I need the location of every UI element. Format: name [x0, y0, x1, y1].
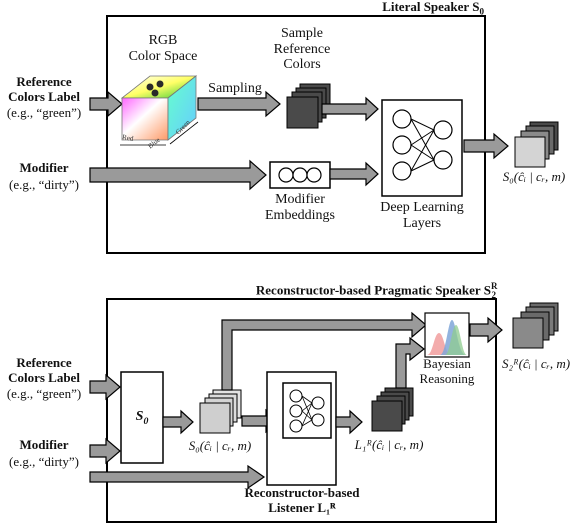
sampling-label: Sampling	[200, 81, 270, 97]
mod-to-listener-arrow	[89, 464, 266, 490]
literal-speaker-title: Literal Speaker S0	[338, 0, 484, 17]
modifier-example-label: (e.g., “dirty”)	[0, 177, 88, 193]
s0-box-label: S0	[121, 409, 163, 428]
listener-line2: Listener L₁ᴿ	[268, 499, 336, 515]
literal-speaker-title-text: Literal Speaker S	[382, 0, 480, 14]
ref-example-label: (e.g., “green”)	[0, 105, 88, 121]
listener-line1: Reconstructor-based	[244, 485, 360, 500]
bottom-modifier-example-text: (e.g., “dirty”)	[8, 454, 80, 469]
listener-output-stack	[371, 387, 414, 432]
samples-to-deep-arrow	[321, 96, 379, 122]
ref-colors-label: Reference Colors Label	[0, 74, 88, 104]
listener-label: Reconstructor-based Listener L₁ᴿ	[220, 485, 384, 515]
pragmatic-speaker-title: Reconstructor-based Pragmatic Speaker SR…	[180, 281, 498, 300]
bottom-mod-input-arrow	[89, 437, 121, 465]
modifier-label-text: Modifier	[19, 160, 69, 175]
sample-colors-label: Sample Reference Colors	[262, 26, 342, 73]
deep-line2: Layers	[402, 215, 442, 231]
mod-input-arrow	[89, 159, 267, 191]
bottom-ref-colors-label: Reference Colors Label	[0, 355, 88, 385]
bayes-line2: Reasoning	[419, 370, 475, 386]
deep-line1: Deep Learning	[380, 200, 464, 215]
sampling-arrow	[197, 90, 281, 118]
sample-line3: Colors	[283, 57, 321, 73]
top-output-arrow	[463, 132, 509, 160]
s0-box-sub: 0	[143, 415, 149, 427]
sample-line1: Sample	[281, 26, 323, 41]
bypass-arrow	[221, 311, 427, 391]
sampling-text: Sampling	[208, 81, 262, 96]
bottom-ref-example-text: (e.g., “green”)	[6, 386, 82, 401]
literal-speaker-title-sub: 0	[479, 6, 484, 17]
sample-line2: Reference	[273, 41, 331, 57]
bottom-modifier-example-label: (e.g., “dirty”)	[0, 454, 88, 470]
ref-example-text: (e.g., “green”)	[6, 105, 82, 120]
bayes-line1: Bayesian	[423, 356, 471, 371]
deep-learning-box	[381, 99, 463, 197]
cube-axis-red-text: Red	[121, 133, 135, 143]
bottom-modifier-label: Modifier	[0, 437, 88, 453]
s0-output-stack	[199, 389, 242, 434]
modifier-embeddings-label: Modifier Embeddings	[262, 192, 338, 223]
top-output-label: S₀(ĉᵢ | cᵣ, m)	[492, 169, 576, 185]
listener-to-stack-arrow	[335, 409, 363, 435]
ref-label-line2: Colors Label	[8, 88, 80, 104]
rgb-line2: Color Space	[128, 48, 198, 64]
final-output-stack	[512, 302, 559, 349]
pragmatic-speaker-title-sub: 2	[491, 289, 496, 300]
s0-box	[120, 371, 164, 464]
top-output-text: S₀(ĉᵢ | cᵣ, m)	[502, 169, 566, 184]
bottom-ref-line2: Colors Label	[8, 369, 80, 385]
final-output-text: S₂ᴿ(ĉᵢ | cᵣ, m)	[501, 356, 571, 371]
listener-box	[266, 371, 337, 486]
s0-output-label: S₀(ĉᵢ | cᵣ, m)	[173, 438, 267, 454]
s0-output-text: S₀(ĉᵢ | cᵣ, m)	[188, 438, 252, 453]
bayes-to-output-arrow	[469, 316, 503, 344]
final-output-label: S₂ᴿ(ĉᵢ | cᵣ, m)	[494, 356, 578, 372]
deep-learning-label: Deep Learning Layers	[372, 200, 472, 231]
s0-box-text: S	[135, 409, 144, 424]
modifier-embeddings-box	[269, 161, 331, 189]
s0-to-stack-arrow	[162, 409, 194, 435]
bottom-ref-example-label: (e.g., “green”)	[0, 386, 88, 402]
pragmatic-speaker-title-text: Reconstructor-based Pragmatic Speaker S	[255, 282, 491, 298]
bottom-ref-line1: Reference	[16, 355, 72, 370]
ref-input-arrow	[89, 90, 123, 118]
ref-label-line1: Reference	[16, 74, 72, 89]
modifier-example-text: (e.g., “dirty”)	[8, 177, 80, 192]
top-output-stack	[514, 121, 559, 168]
listener-output-text: L₁ᴿ(ĉᵢ | cᵣ, m)	[354, 437, 424, 452]
rgb-line1: RGB	[148, 33, 178, 48]
listener-to-bayes-arrow	[395, 336, 425, 389]
rgb-color-space-label: RGB Color Space	[118, 33, 208, 64]
embed-line2: Embeddings	[265, 207, 335, 223]
bottom-modifier-text: Modifier	[19, 437, 69, 452]
embed-line1: Modifier	[275, 192, 325, 207]
modifier-label: Modifier	[0, 160, 88, 176]
bayesian-reasoning-box	[424, 312, 470, 358]
bottom-ref-input-arrow	[89, 373, 121, 401]
pragmatic-speaker-title-sup: R	[490, 281, 498, 291]
embed-to-deep-arrow	[329, 161, 379, 187]
listener-output-label: L₁ᴿ(ĉᵢ | cᵣ, m)	[343, 437, 435, 453]
rgb-cube-icon	[120, 75, 199, 146]
bayesian-label: Bayesian Reasoning	[410, 356, 484, 386]
